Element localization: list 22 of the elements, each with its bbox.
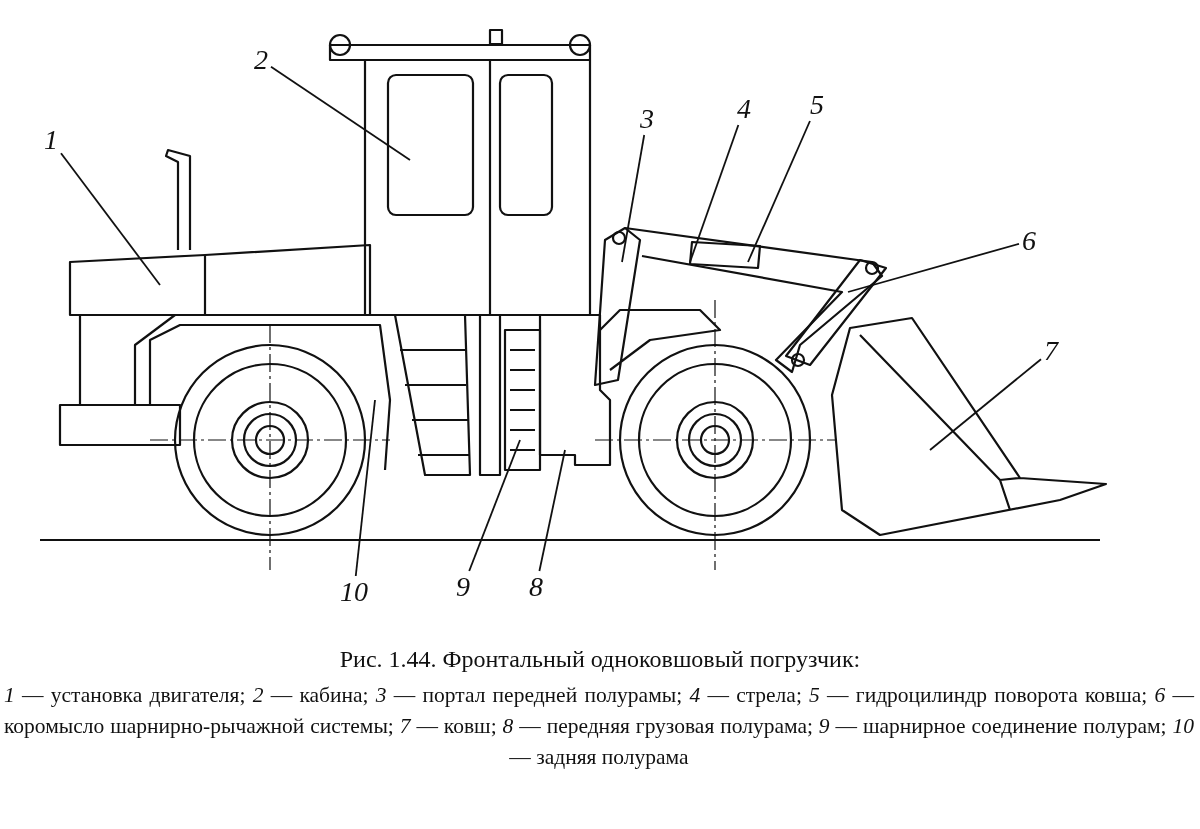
callout-number: 4 [735,94,753,124]
callout-number: 8 [527,572,545,602]
leader-line [270,65,411,161]
callout-number: 5 [808,90,826,120]
leader-line [929,358,1042,451]
leader-line [747,120,811,263]
callout-number: 9 [454,572,472,602]
leader-line [354,399,376,577]
leader-line [689,124,740,263]
figure-caption: Рис. 1.44. Фронтальный одноковшовый погрузчик: [338,646,862,673]
callout-number: 10 [338,577,370,607]
leader-line [468,439,521,572]
leader-line [60,152,161,286]
callout-number: 6 [1020,226,1038,256]
callout-number: 3 [638,104,656,134]
leader-line [538,449,566,572]
leader-line [621,134,646,263]
caption-legend-text: 1 — установка двигателя; 2 — кабина; 3 — портал передней полурамы; 4 — стрела; 5 — гидроцилиндр поворота ковша; 6 — коромысло шарнирно-рычажной системы; 7 — ковш; 8 — передняя грузовая полурама; 9 — шарнирное соединение полурам; 10 — задняя полурама [4,682,1194,771]
callout-number: 7 [1042,336,1060,366]
leader-line [847,242,1020,293]
callout-number: 2 [252,45,270,75]
callout-number: 1 [42,125,60,155]
